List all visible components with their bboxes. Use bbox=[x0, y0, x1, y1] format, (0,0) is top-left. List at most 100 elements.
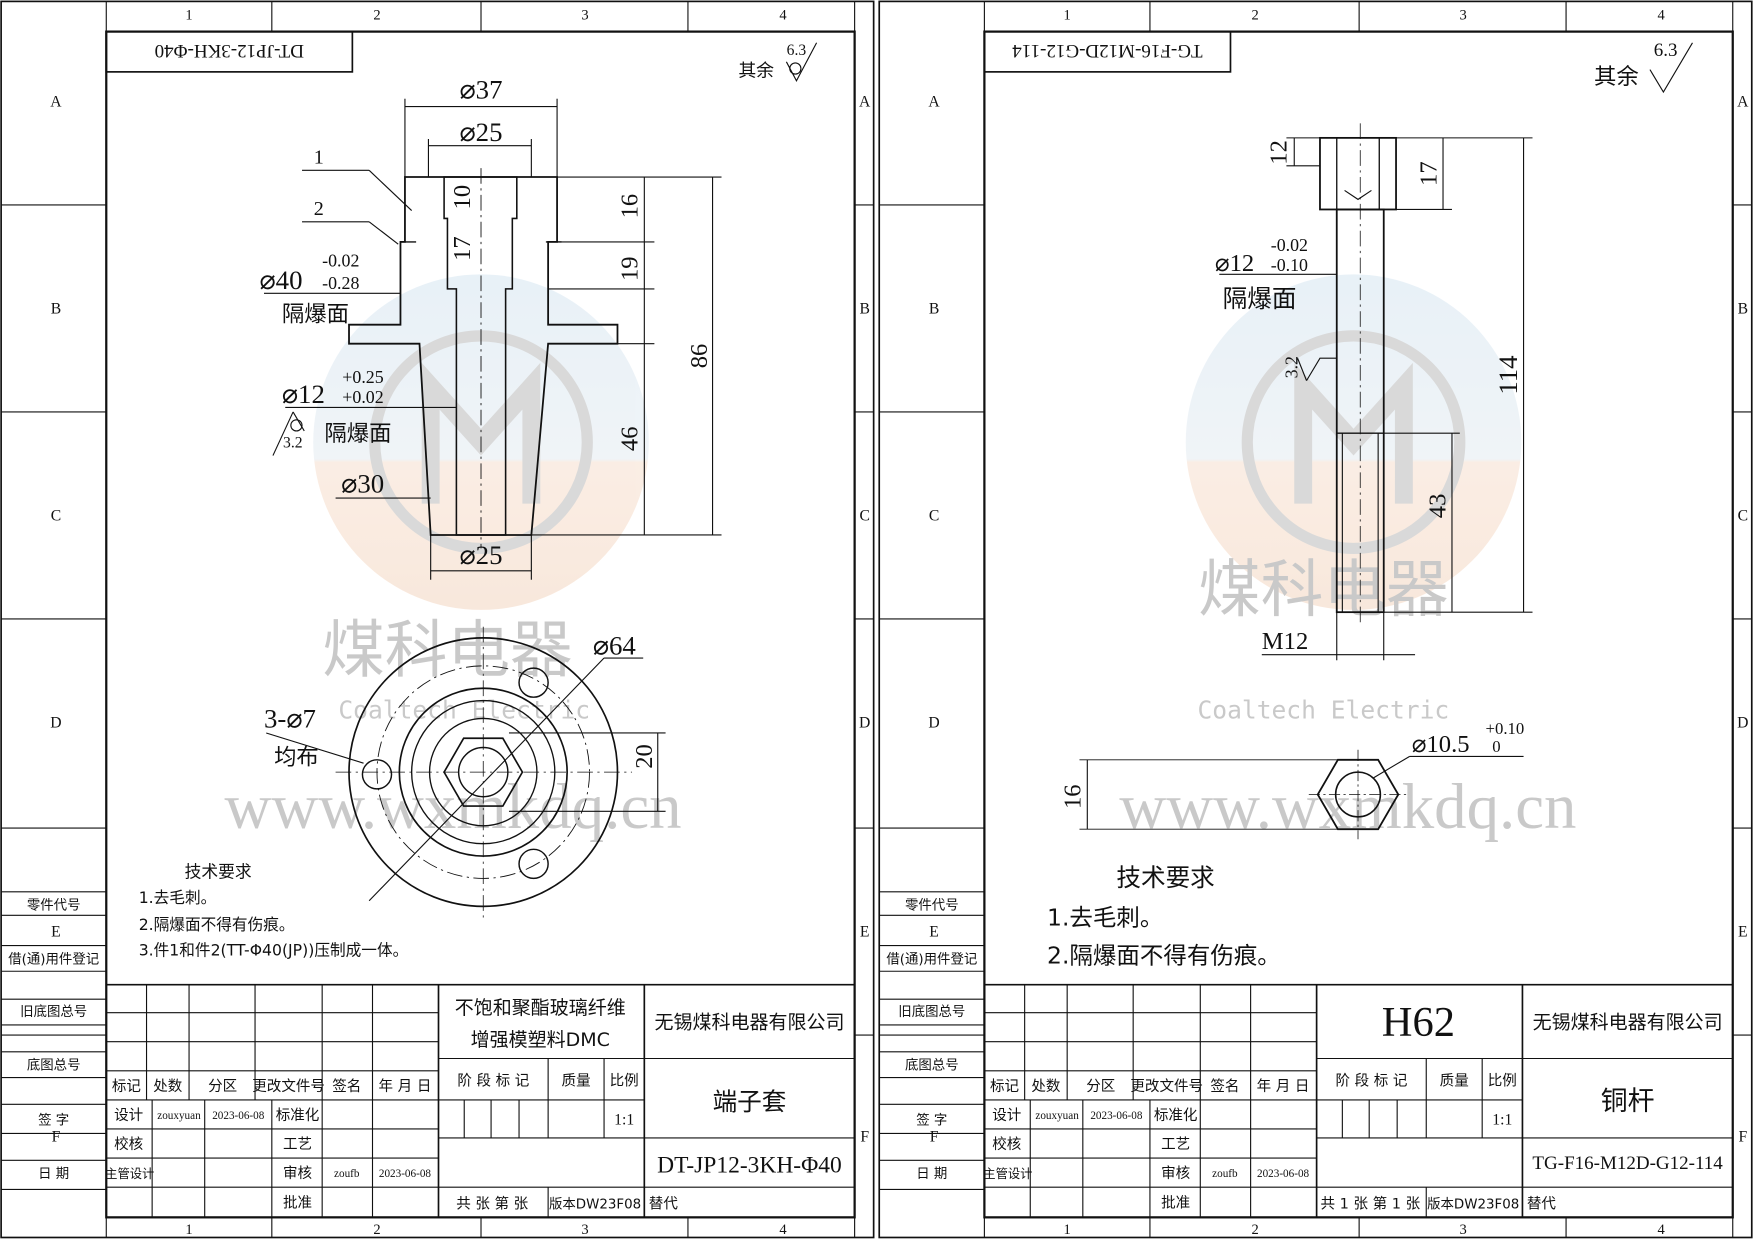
label-mass: 质量 bbox=[562, 1072, 591, 1089]
plan-view bbox=[266, 626, 666, 918]
zone-letter-left: C bbox=[51, 507, 61, 524]
zone-letter-left: E bbox=[51, 924, 61, 941]
zone-number-top: 4 bbox=[779, 7, 787, 23]
label-chief-design: 主管设计 bbox=[105, 1166, 154, 1181]
reviewer-name: zoufb bbox=[334, 1168, 360, 1180]
title-header: 更改文件号 bbox=[252, 1078, 325, 1095]
dim-12: 12 bbox=[1265, 140, 1292, 165]
label-stage-mark: 阶 段 标 记 bbox=[457, 1072, 529, 1089]
roughness-3-2: 3.2 bbox=[1282, 356, 1302, 378]
side-label: 旧底图总号 bbox=[898, 1004, 965, 1020]
roughness-3-2: 3.2 bbox=[283, 435, 303, 452]
zone-number-bottom: 3 bbox=[581, 1222, 588, 1238]
dim-d30: ⌀30 bbox=[341, 468, 384, 498]
title-header: 年 月 日 bbox=[1257, 1078, 1310, 1095]
title-header: 标记 bbox=[990, 1078, 1019, 1095]
zone-number-top: 4 bbox=[1658, 7, 1666, 23]
dim-114: 114 bbox=[1493, 355, 1523, 394]
zone-number-top: 3 bbox=[1460, 7, 1467, 23]
label-process: 工艺 bbox=[283, 1136, 312, 1153]
zone-letter-right: D bbox=[859, 714, 870, 731]
mirrored-drawing-number: DT-JP12-3KH-Φ40 bbox=[155, 40, 304, 61]
flameproof-face-label: 隔爆面 bbox=[1223, 284, 1297, 313]
zone-number-top: 1 bbox=[1064, 7, 1071, 23]
rod-end-view bbox=[1079, 749, 1524, 840]
zone-letter-right: B bbox=[859, 300, 869, 317]
watermark-brand: 煤科电器 bbox=[1198, 553, 1449, 626]
dim-17: 17 bbox=[449, 236, 476, 261]
dim-d40-lower: -0.28 bbox=[322, 273, 359, 293]
dim-d25-bottom: ⌀25 bbox=[460, 540, 503, 570]
designer-name: zouxyuan bbox=[1035, 1110, 1079, 1122]
side-label: 借(通)用件登记 bbox=[886, 951, 977, 967]
label-standardize: 标准化 bbox=[276, 1107, 320, 1124]
notes-title: 技术要求 bbox=[1116, 863, 1214, 892]
dim-d12: ⌀12 bbox=[1215, 250, 1254, 277]
flameproof-face-label-1: 隔爆面 bbox=[282, 301, 349, 327]
dim-d10-5-lower: 0 bbox=[1492, 737, 1500, 756]
label-approve: 批准 bbox=[283, 1194, 312, 1211]
zone-letter-left: C bbox=[929, 507, 939, 524]
label-design: 设计 bbox=[992, 1107, 1021, 1124]
side-label: 签 字 bbox=[916, 1111, 947, 1128]
dim-d12-lower: -0.10 bbox=[1271, 255, 1308, 275]
zone-number-bottom: 1 bbox=[185, 1222, 192, 1238]
zone-number-bottom: 4 bbox=[1658, 1222, 1666, 1238]
title-header: 分区 bbox=[1086, 1078, 1115, 1095]
label-mass: 质量 bbox=[1440, 1072, 1469, 1089]
label-approve: 批准 bbox=[1161, 1194, 1190, 1211]
note-1: 1.去毛刺。 bbox=[1047, 903, 1163, 931]
zone-letter-right: F bbox=[860, 1128, 869, 1145]
title-header: 处数 bbox=[1031, 1078, 1061, 1095]
zone-number-bottom: 3 bbox=[1460, 1222, 1467, 1238]
side-label: 借(通)用件登记 bbox=[8, 951, 99, 967]
mirrored-drawing-number: TG-F16-M12D-G12-114 bbox=[1012, 40, 1203, 61]
side-label: 底图总号 bbox=[27, 1058, 81, 1074]
version: 版本DW23F08 bbox=[1427, 1196, 1519, 1212]
sheet-count: 共 1 张 第 1 张 bbox=[1320, 1194, 1420, 1212]
zone-letter-right: C bbox=[859, 507, 869, 524]
zone-number-bottom: 2 bbox=[1251, 1222, 1258, 1238]
part-name: 铜杆 bbox=[1601, 1086, 1655, 1117]
dim-hex-16: 16 bbox=[1060, 784, 1087, 809]
material-line-1: 不饱和聚酯玻璃纤维 bbox=[455, 997, 626, 1019]
flameproof-face-label-2: 隔爆面 bbox=[324, 421, 391, 447]
review-date: 2023-06-08 bbox=[379, 1168, 432, 1180]
side-label: 签 字 bbox=[38, 1111, 69, 1128]
note-2: 2.隔爆面不得有伤痕。 bbox=[139, 915, 295, 934]
rod-side-view bbox=[1219, 123, 1533, 661]
zone-number-top: 1 bbox=[185, 7, 192, 23]
side-label: 日 期 bbox=[38, 1166, 69, 1182]
zone-letter-left: F bbox=[930, 1128, 939, 1145]
roughness-value: 6.3 bbox=[787, 42, 807, 59]
item-1: 1 bbox=[314, 147, 324, 169]
sheet-1-part-drawing: 煤科电器 Coaltech Electric www.wxmkdq.cn bbox=[139, 75, 722, 960]
zone-letter-right: E bbox=[860, 924, 870, 941]
label-replace: 替代 bbox=[1527, 1195, 1557, 1212]
dim-20: 20 bbox=[631, 744, 658, 769]
dim-d12: ⌀12 bbox=[282, 379, 325, 409]
roughness-symbol-icon bbox=[1649, 42, 1693, 94]
zone-letter-right: E bbox=[1738, 924, 1748, 941]
zone-letter-right: B bbox=[1738, 300, 1748, 317]
side-label: 零件代号 bbox=[27, 898, 81, 914]
dim-19: 19 bbox=[617, 256, 644, 281]
dim-d37: ⌀37 bbox=[460, 75, 503, 105]
dim-d10-5: ⌀10.5 bbox=[1412, 731, 1470, 758]
zone-letter-right: D bbox=[1737, 714, 1748, 731]
drawing-number: TG-F16-M12D-G12-114 bbox=[1532, 1153, 1723, 1174]
dim-10: 10 bbox=[449, 185, 476, 210]
watermark-brand-en: Coaltech Electric bbox=[338, 695, 590, 724]
label-scale: 比例 bbox=[1488, 1072, 1517, 1089]
title-header: 签名 bbox=[332, 1078, 361, 1095]
watermark-url: www.wxmkdq.cn bbox=[1119, 771, 1576, 843]
roughness-value: 6.3 bbox=[1654, 40, 1678, 61]
zone-letter-left: D bbox=[50, 714, 61, 731]
label-check: 校核 bbox=[114, 1136, 143, 1153]
label-check: 校核 bbox=[992, 1136, 1021, 1153]
designer-name: zouxyuan bbox=[157, 1110, 201, 1122]
thread-m12: M12 bbox=[1262, 628, 1308, 655]
